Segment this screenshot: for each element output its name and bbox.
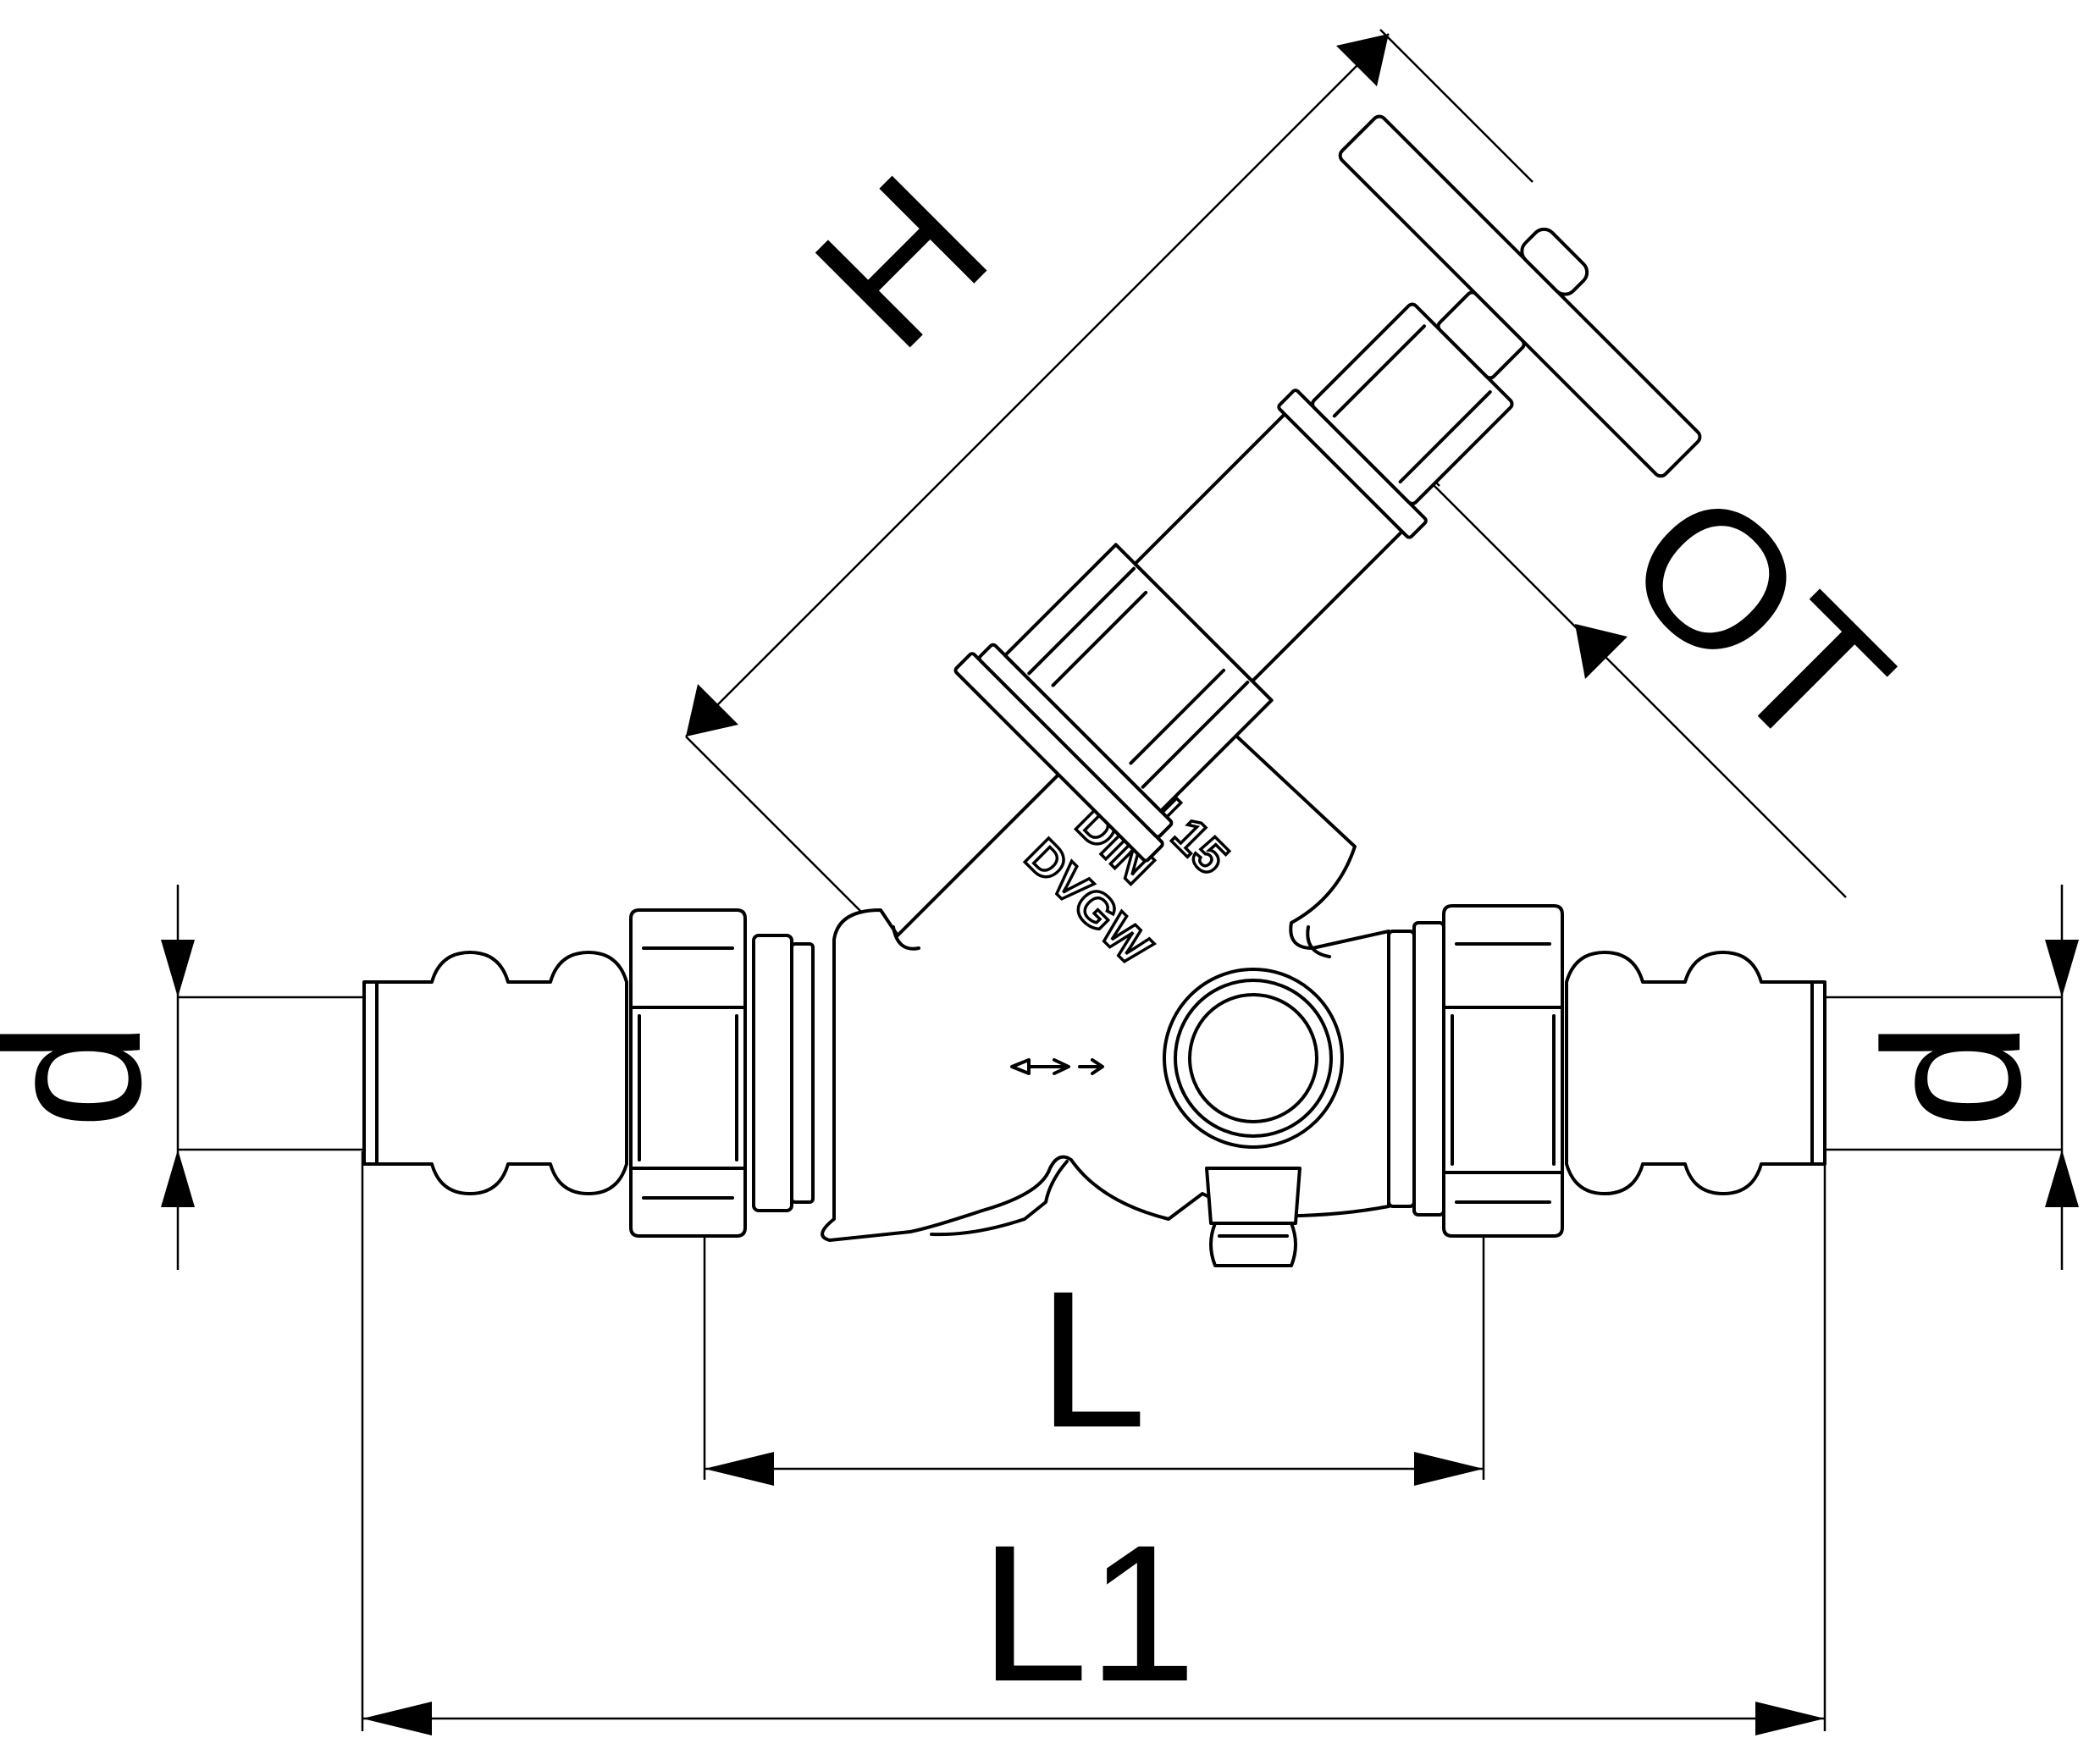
dim-label-d-right: d bbox=[1843, 1021, 2061, 1129]
dim-label-l: L bbox=[1038, 1250, 1147, 1468]
dim-label-d-left: d bbox=[0, 1021, 181, 1129]
drain-nipple bbox=[1205, 1167, 1301, 1267]
valve-bonnet-assembly bbox=[953, 114, 1702, 863]
left-press-fitting bbox=[362, 951, 628, 1195]
dim-label-h: H bbox=[774, 135, 1027, 388]
right-union-nut bbox=[1387, 904, 1564, 1238]
measuring-port bbox=[1163, 968, 1344, 1149]
left-union-nut bbox=[629, 908, 815, 1238]
dim-label-l1: L1 bbox=[980, 1504, 1196, 1722]
right-press-fitting bbox=[1565, 951, 1826, 1195]
flow-direction-arrow bbox=[1010, 1058, 1104, 1075]
dim-label-ot: OT bbox=[1585, 449, 1931, 794]
